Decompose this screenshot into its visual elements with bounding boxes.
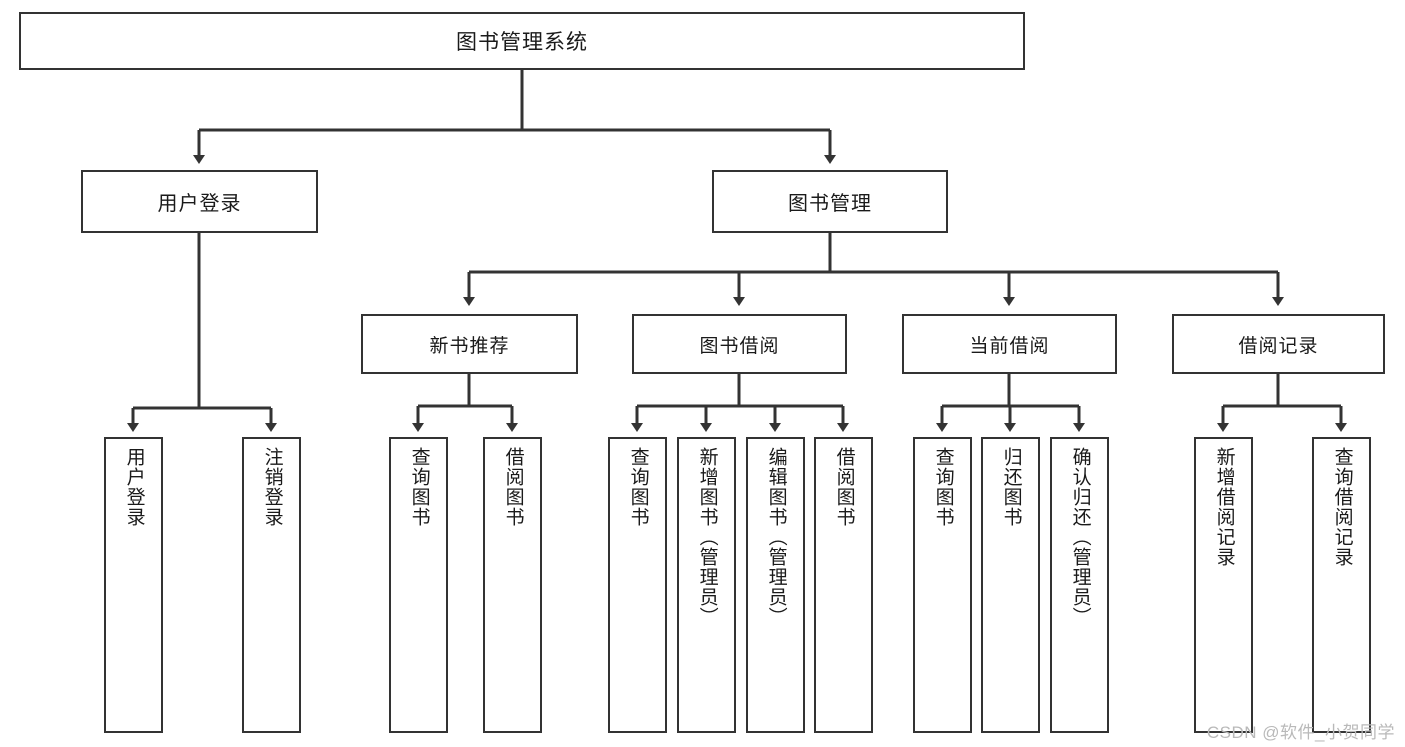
leaf-record-query-record[interactable]: 查询借阅记录 [1312,437,1371,733]
node-borrow-record[interactable]: 借阅记录 [1172,314,1385,374]
leaf-borrow-borrow-book[interactable]: 借阅图书 [814,437,873,733]
leaf-label: 借阅图书 [502,447,524,527]
leaf-label: 查询图书 [627,447,649,527]
leaf-borrow-query-book[interactable]: 查询图书 [608,437,667,733]
leaf-current-query-book[interactable]: 查询图书 [913,437,972,733]
leaf-current-confirm-return[interactable]: 确认归还（管理员） [1050,437,1109,733]
node-new-book-recommend-label: 新书推荐 [429,335,510,357]
leaf-label: 查询借阅记录 [1331,447,1353,567]
leaf-label: 编辑图书（管理员） [765,447,787,627]
leaf-user-login-login[interactable]: 用户登录 [104,437,163,733]
node-root[interactable]: 图书管理系统 [19,12,1025,70]
node-book-borrow-label: 图书借阅 [699,335,780,357]
leaf-label: 用户登录 [123,447,145,527]
node-book-management-label: 图书管理 [788,193,872,215]
leaf-user-login-logout[interactable]: 注销登录 [242,437,301,733]
leaf-label: 查询图书 [408,447,430,527]
leaf-recommend-borrow-book[interactable]: 借阅图书 [483,437,542,733]
node-new-book-recommend[interactable]: 新书推荐 [361,314,578,374]
leaf-label: 归还图书 [1000,447,1022,527]
leaf-record-add-record[interactable]: 新增借阅记录 [1194,437,1253,733]
node-user-login-label: 用户登录 [157,193,242,215]
node-book-borrow[interactable]: 图书借阅 [632,314,847,374]
leaf-current-return-book[interactable]: 归还图书 [981,437,1040,733]
node-user-login[interactable]: 用户登录 [81,170,318,233]
watermark-text: CSDN @软件_小贺同学 [1206,723,1395,742]
leaf-label: 新增借阅记录 [1213,447,1235,567]
node-borrow-record-label: 借阅记录 [1238,335,1319,357]
node-current-borrow[interactable]: 当前借阅 [902,314,1117,374]
node-current-borrow-label: 当前借阅 [969,335,1050,357]
leaf-label: 查询图书 [932,447,954,527]
leaf-label: 注销登录 [261,447,283,527]
node-book-management[interactable]: 图书管理 [712,170,948,233]
leaf-label: 新增图书（管理员） [696,447,718,627]
leaf-recommend-query-book[interactable]: 查询图书 [389,437,448,733]
node-root-label: 图书管理系统 [456,31,588,54]
leaf-borrow-add-book[interactable]: 新增图书（管理员） [677,437,736,733]
leaf-label: 确认归还（管理员） [1069,447,1091,627]
leaf-label: 借阅图书 [833,447,855,527]
leaf-borrow-edit-book[interactable]: 编辑图书（管理员） [746,437,805,733]
